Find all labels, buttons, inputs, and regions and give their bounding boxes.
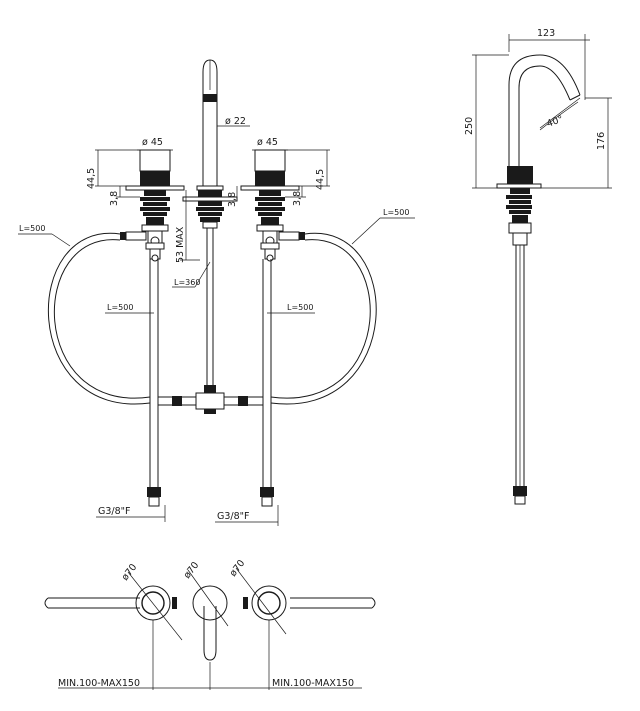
plan-view [44, 567, 376, 690]
right-valve [240, 149, 305, 262]
spout [182, 59, 238, 385]
label-hose-outer-left: L=500 [19, 224, 45, 233]
vertical-hoses [147, 259, 274, 507]
label-hose-vert-right: L=500 [287, 303, 313, 312]
label-dia-spout: ø 22 [225, 116, 246, 127]
label-conn-right: G3/8"F [217, 511, 250, 522]
label-hose-vert-left: L=500 [107, 303, 133, 312]
label-height-spout-nut: 3,8 [227, 192, 238, 207]
label-height-left-nut: 3,8 [109, 191, 120, 206]
label-plan-dia-left: ø70 [120, 562, 140, 583]
label-height-right-nut: 3,8 [292, 191, 303, 206]
label-conn-left: G3/8"F [98, 506, 131, 517]
label-dia-left: ø 45 [142, 137, 163, 148]
label-height-total: 250 [464, 117, 475, 135]
label-plan-dia-center: ø70 [182, 560, 202, 581]
label-height-left-body: 44,5 [86, 168, 97, 189]
label-reach: 123 [537, 28, 555, 39]
label-hose-outer-right: L=500 [383, 208, 409, 217]
label-spacing-left: MIN.100-MAX150 [58, 678, 140, 689]
label-dia-right: ø 45 [257, 137, 278, 148]
label-plan-dia-right: ø70 [228, 558, 248, 579]
label-spacing-right: MIN.100-MAX150 [272, 678, 354, 689]
front-dimensions [18, 125, 415, 526]
side-view [472, 34, 612, 505]
manifold [158, 385, 263, 414]
outer-hoses [47, 232, 377, 405]
label-height-outlet: 176 [596, 132, 607, 150]
label-deck-max: 53 MAX [175, 226, 186, 263]
left-valve [120, 149, 185, 262]
label-hose-center: L=360 [174, 278, 200, 287]
label-angle: 40° [545, 114, 565, 130]
label-height-right-body: 44,5 [315, 169, 326, 190]
front-view: ø 45 ø 22 ø 45 44,5 3,8 3,8 44,5 3,8 53 … [18, 59, 415, 526]
